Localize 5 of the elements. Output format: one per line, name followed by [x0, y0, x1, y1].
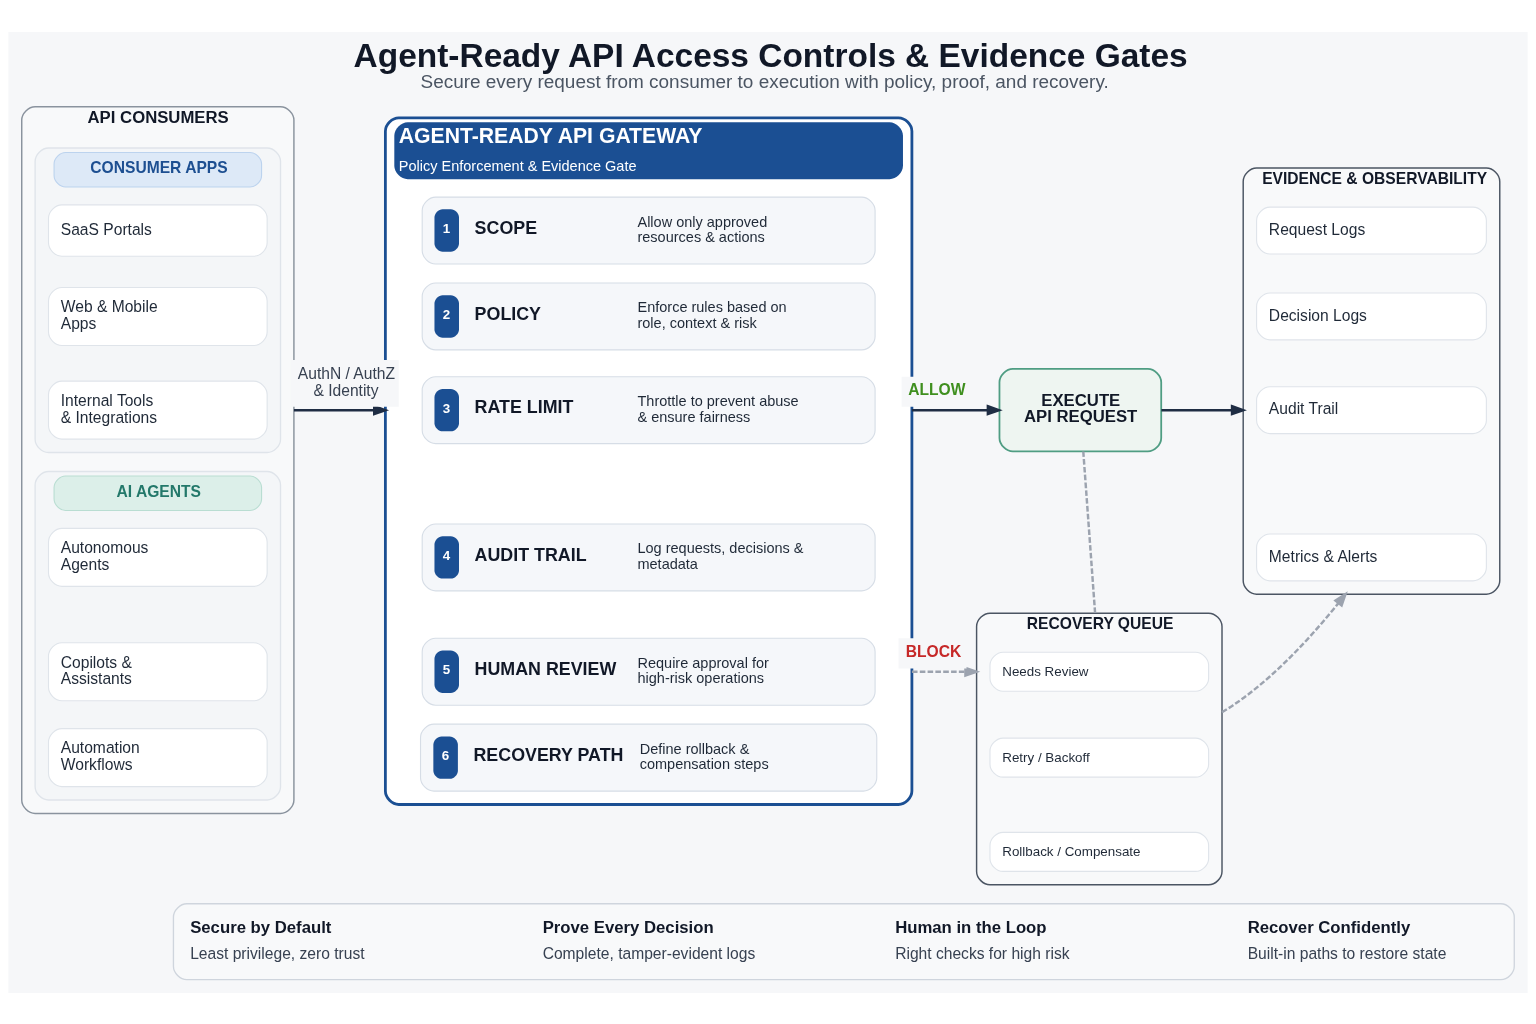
- diagram-title: Agent-Ready API Access Controls & Evidence Gates: [353, 36, 1188, 74]
- node-text: Prove Every Decision Complete, tamper-evident logs: [542, 917, 756, 962]
- node-text: Recover Confidently Built-in paths to restore state: [1247, 917, 1447, 962]
- node-text: Secure by Default Least privilege, zero trust: [190, 917, 365, 962]
- node-text: Human in the Loop Right checks for high risk: [895, 917, 1070, 962]
